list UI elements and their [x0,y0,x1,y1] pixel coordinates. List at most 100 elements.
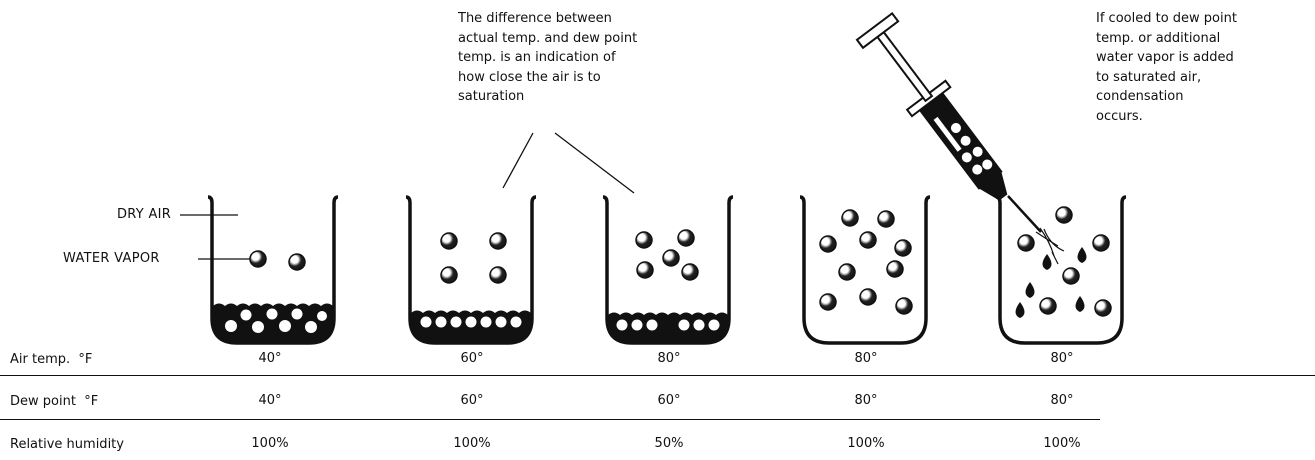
water-vapor-molecule [637,262,653,278]
liquid-bubble [679,320,690,331]
liquid-bubble [292,309,303,320]
water-vapor-molecule [842,210,858,226]
table-cell: 80° [1050,393,1073,408]
condensation-note-line: occurs. [1096,107,1237,127]
water-vapor-molecule [289,254,305,270]
water-vapor-molecule [1040,298,1056,314]
liquid-bubble [305,321,317,333]
condensation-droplet [1076,296,1085,312]
water-vapor-molecule [490,267,506,283]
spray-stroke [1052,252,1058,264]
table-cell: 40° [258,393,281,408]
table-cell: 80° [657,351,680,366]
syringe-barrel [919,92,1002,189]
water-vapor-molecule [1063,268,1079,284]
table-divider [0,419,1100,420]
water-vapor-molecule [1095,300,1111,316]
water-vapor-molecule [896,298,912,314]
table-cell: 100% [1043,436,1080,451]
table-cell: 40° [258,351,281,366]
water-vapor-molecule [1056,207,1072,223]
water-vapor-label: WATER VAPOR [63,251,160,266]
water-vapor-molecule [1018,235,1034,251]
water-vapor-molecule [887,261,903,277]
liquid-bubble [694,320,705,331]
water-vapor-molecule [441,267,457,283]
table-cell: 80° [1050,351,1073,366]
table-cell: 80° [854,393,877,408]
liquid-bubble [466,317,477,328]
beaker-outline [800,197,930,343]
table-cell: 60° [460,351,483,366]
liquid-bubble [317,311,327,321]
syringe-icon [855,12,1041,232]
water-vapor-molecule [250,251,266,267]
water-vapor-molecule [636,232,652,248]
table-cell: 80° [854,351,877,366]
leader-line-beaker-3 [555,133,634,193]
water-vapor-molecule [678,230,694,246]
difference-note-line: saturation [458,87,637,107]
water-vapor-molecule [860,232,876,248]
beaker-1 [208,197,338,343]
liquid-bubble [511,317,522,328]
liquid-bubble [267,309,278,320]
difference-note-line: actual temp. and dew point [458,29,637,49]
beaker-4 [800,197,930,343]
beaker-5 [996,197,1126,343]
dry-air-label: DRY AIR [117,207,171,222]
condensation-droplet [1043,254,1052,270]
liquid-bubble [279,320,291,332]
syringe-plunger-rod [877,32,932,101]
row-label-relative-humidity: Relative humidity [10,435,124,454]
condensation-note: If cooled to dew point temp. or addition… [1096,9,1237,126]
liquid-bubble [709,320,720,331]
liquid-bubble [436,317,447,328]
condensation-note-line: If cooled to dew point [1096,9,1237,29]
table-cell: 100% [251,436,288,451]
difference-note-line: how close the air is to [458,68,637,88]
table-cell: 60° [460,393,483,408]
condensation-note-line: water vapor is added [1096,48,1237,68]
difference-note-line: The difference between [458,9,637,29]
water-vapor-molecule [820,236,836,252]
syringe-needle [1008,196,1041,232]
difference-note: The difference between actual temp. and … [458,9,637,107]
condensation-note-line: to saturated air, [1096,68,1237,88]
condensation-droplet [1078,247,1087,263]
condensation-note-line: temp. or additional [1096,29,1237,49]
water-vapor-molecule [663,250,679,266]
table-cell: 100% [847,436,884,451]
row-label-air-temp: Air temp. °F [10,350,92,369]
condensation-droplet [1026,282,1035,298]
liquid-bubble [632,320,643,331]
water-vapor-molecule [682,264,698,280]
liquid-bubble [647,320,658,331]
water-vapor-molecule [490,233,506,249]
water-vapor-molecule [1093,235,1109,251]
table-cell: 50% [655,436,684,451]
condensation-droplet [1016,302,1025,318]
leader-line-beaker-2 [503,133,533,188]
liquid-bubble [252,321,264,333]
water-vapor-molecule [820,294,836,310]
beaker-2 [406,197,536,343]
liquid-bubble [617,320,628,331]
water-vapor-molecule [441,233,457,249]
liquid-bubble [225,320,237,332]
condensation-note-line: condensation [1096,87,1237,107]
liquid-bubble [451,317,462,328]
water-vapor-molecule [878,211,894,227]
table-cell: 100% [453,436,490,451]
water-vapor-molecule [839,264,855,280]
water-vapor-molecule [860,289,876,305]
row-label-dew-point: Dew point °F [10,392,98,411]
water-vapor-molecule [895,240,911,256]
liquid-bubble [241,310,252,321]
difference-note-line: temp. is an indication of [458,48,637,68]
liquid-bubble [496,317,507,328]
liquid-bubble [421,317,432,328]
beaker-3 [603,197,733,343]
table-divider [0,375,1315,376]
liquid-bubble [481,317,492,328]
